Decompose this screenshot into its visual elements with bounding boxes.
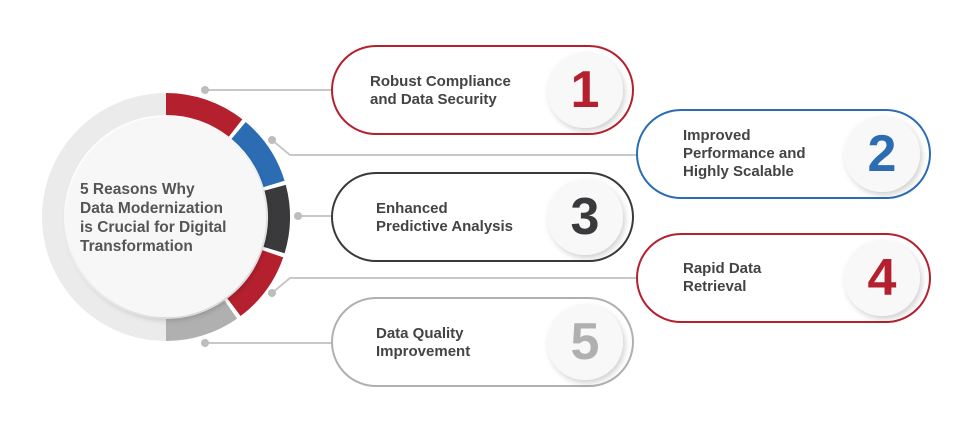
- number-badge-1: [547, 52, 623, 128]
- pills: [331, 45, 931, 387]
- title-line: 5 Reasons Why: [80, 181, 195, 198]
- item-line: Data Quality: [376, 325, 464, 342]
- item-2-text: Improved Performance and Highly Scalable: [683, 127, 806, 181]
- title-line: is Crucial for Digital: [80, 219, 227, 236]
- item-2-number: 2: [867, 125, 897, 183]
- item-line: Retrieval: [683, 278, 747, 295]
- number-badge-3: [547, 179, 623, 255]
- item-1-text: Robust Compliance and Data Security: [370, 73, 511, 109]
- item-5-text: Data Quality Improvement: [376, 325, 470, 361]
- number-badge-5: [547, 304, 623, 380]
- item-5-number: 5: [570, 313, 600, 371]
- item-line: Highly Scalable: [683, 163, 794, 180]
- number-badge-4: [844, 240, 920, 316]
- title-line: Data Modernization: [80, 200, 223, 217]
- segment-ring: [42, 93, 290, 341]
- ring-background: [42, 93, 167, 341]
- item-3-number: 3: [570, 188, 600, 246]
- item-line: Performance and: [683, 145, 806, 162]
- item-line: Enhanced: [376, 200, 448, 217]
- item-line: Improved: [683, 127, 751, 144]
- ring-segment-1: [165, 93, 243, 137]
- ring-segment-2: [231, 122, 285, 188]
- connector-2: [271, 139, 655, 156]
- ring-segment-3: [263, 184, 290, 254]
- number-badge-2: [844, 116, 920, 192]
- ring-segment-5: [165, 300, 238, 341]
- item-line: Predictive Analysis: [376, 218, 514, 235]
- center-circle: [66, 117, 266, 317]
- item-line: Improvement: [376, 343, 471, 360]
- connector-lines: [205, 89, 655, 344]
- item-line: and Data Security: [370, 91, 497, 108]
- item-3-text: Enhanced Predictive Analysis: [376, 200, 513, 236]
- connector-4: [271, 277, 655, 294]
- title-line: Transformation: [80, 238, 193, 255]
- item-line: Robust Compliance: [370, 73, 511, 90]
- ring-segment-4: [227, 249, 284, 317]
- item-1-number: 1: [570, 61, 600, 119]
- center-title: 5 Reasons Why Data Modernization is Cruc…: [80, 180, 270, 256]
- item-4-text: Rapid Data Retrieval: [683, 260, 761, 296]
- item-line: Rapid Data: [683, 260, 762, 277]
- item-4-number: 4: [867, 249, 897, 307]
